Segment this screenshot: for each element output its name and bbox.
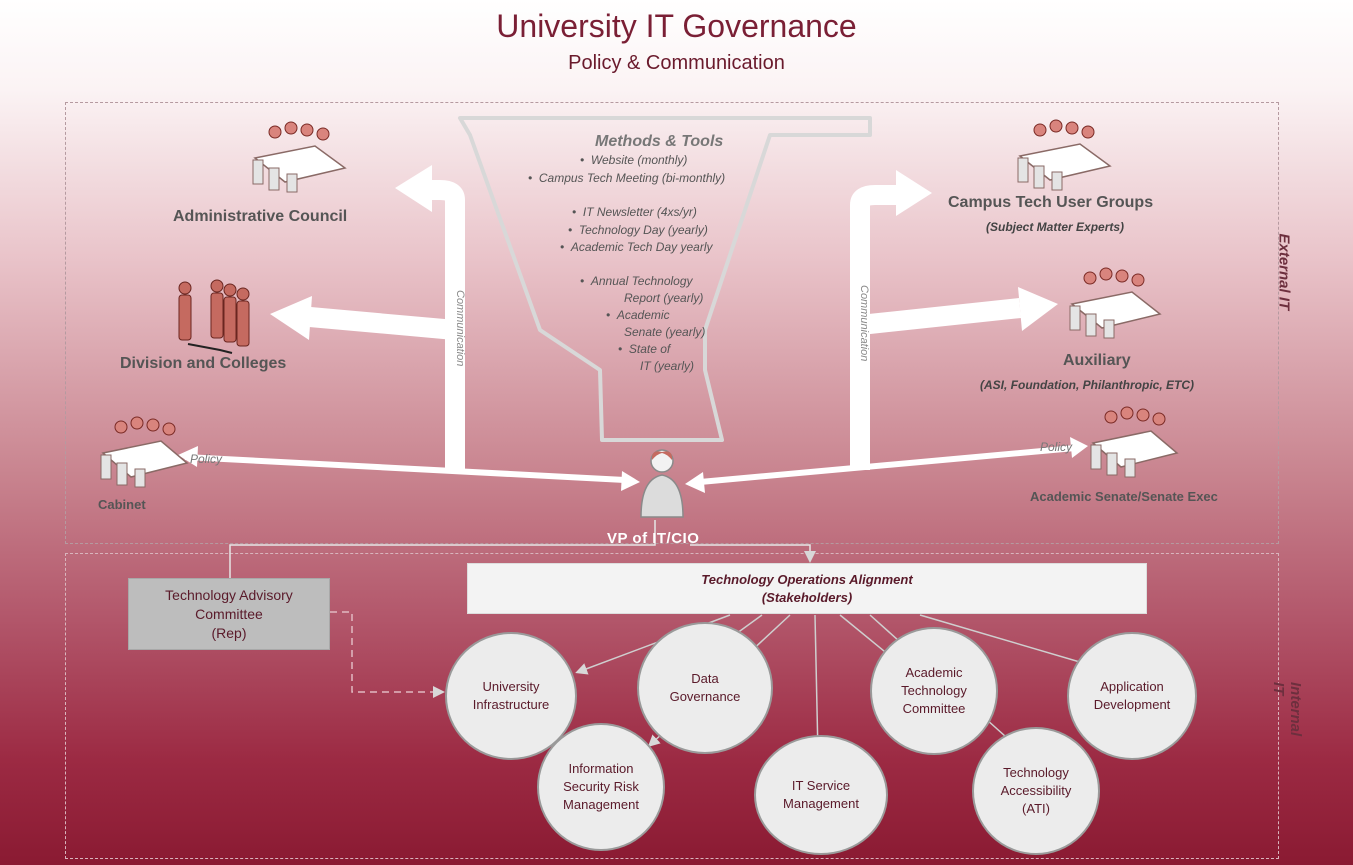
method-item-cont: Report (yearly) bbox=[624, 291, 704, 305]
circle-text: Application bbox=[1100, 679, 1164, 694]
vp-to-techops-line bbox=[690, 544, 816, 563]
comm-arrow-divisions bbox=[309, 307, 456, 340]
person-icon bbox=[640, 449, 684, 518]
advisory-line: Committee bbox=[195, 605, 263, 622]
tech-ops-title: Technology Operations Alignment bbox=[701, 571, 913, 587]
comm-arrowhead-auxiliary bbox=[1018, 287, 1058, 331]
meeting-table-icon bbox=[1090, 406, 1179, 478]
tech-ops-subtitle: (Stakeholders) bbox=[761, 589, 853, 605]
communication-label-right: Communication bbox=[858, 285, 870, 362]
communication-label-left: Communication bbox=[454, 290, 466, 367]
policy-arrow-left bbox=[184, 454, 626, 483]
circle-text: Infrastructure bbox=[472, 697, 550, 712]
tech-ops-alignment-box: Technology Operations Alignment (Stakeho… bbox=[467, 563, 1147, 614]
comm-arrow-auxiliary bbox=[858, 298, 1022, 335]
method-item: • Website (monthly) bbox=[580, 153, 688, 167]
method-item: • Academic Tech Day yearly bbox=[560, 240, 713, 254]
comm-arrow-right-trunk bbox=[850, 185, 900, 470]
policy-arrowhead-cabinet bbox=[178, 446, 198, 467]
comm-arrowhead-divisions bbox=[270, 296, 312, 340]
comm-arrowhead-admin bbox=[395, 165, 432, 212]
circle-text: Data bbox=[691, 671, 719, 686]
policy-arrow-right bbox=[699, 445, 1076, 485]
method-item: • State of bbox=[618, 342, 671, 356]
circle-text: Development bbox=[1093, 697, 1171, 712]
people-group-icon bbox=[178, 279, 250, 354]
method-item: • IT Newsletter (4xs/yr) bbox=[572, 205, 697, 219]
circle-text: Management bbox=[563, 797, 639, 812]
auxiliary-subtitle: (ASI, Foundation, Philanthropic, ETC) bbox=[980, 378, 1194, 392]
meeting-table-icon bbox=[1017, 119, 1112, 191]
circle-text: Academic bbox=[905, 665, 963, 680]
campus-tech-label: Campus Tech User Groups bbox=[948, 194, 1154, 211]
advisory-dashed-connector bbox=[330, 611, 445, 698]
circle-text: Governance bbox=[669, 689, 741, 704]
senate-label: Academic Senate/Senate Exec bbox=[1030, 489, 1218, 504]
circle-text: IT Service bbox=[791, 778, 851, 793]
policy-label-left: Policy bbox=[190, 452, 223, 466]
circle-text: Management bbox=[783, 796, 859, 811]
method-item-cont: IT (yearly) bbox=[640, 359, 694, 373]
vp-to-advisory-line bbox=[229, 520, 656, 578]
divisions-label: Division and Colleges bbox=[120, 355, 287, 372]
page-title: University IT Governance bbox=[496, 8, 857, 44]
circle-text: Information bbox=[568, 761, 634, 776]
method-item-cont: Senate (yearly) bbox=[624, 325, 706, 339]
comm-arrow-left-trunk bbox=[430, 180, 465, 470]
page-subtitle: Policy & Communication bbox=[568, 52, 785, 74]
policy-arrowhead-vp-right bbox=[685, 472, 705, 493]
circle-text: (ATI) bbox=[1022, 801, 1050, 816]
admin-council-label: Administrative Council bbox=[173, 208, 348, 225]
circle-text: Committee bbox=[902, 701, 966, 716]
circle-text: Technology bbox=[901, 683, 967, 698]
meeting-table-icon bbox=[1069, 267, 1162, 339]
tech-advisory-box: Technology Advisory Committee (Rep) bbox=[128, 578, 330, 650]
method-item: • Technology Day (yearly) bbox=[568, 223, 708, 237]
policy-arrowhead-senate bbox=[1070, 437, 1088, 458]
method-item: • Annual Technology bbox=[580, 274, 693, 288]
methods-tools-title: Methods & Tools bbox=[595, 133, 724, 150]
meeting-table-icon bbox=[252, 121, 347, 193]
meeting-table-icon bbox=[100, 416, 189, 488]
advisory-line: Technology Advisory bbox=[165, 586, 293, 603]
circle-text: Accessibility bbox=[1000, 783, 1072, 798]
method-item: • Academic bbox=[606, 308, 670, 322]
comm-arrowhead-campus bbox=[896, 170, 932, 216]
method-item: • Campus Tech Meeting (bi-monthly) bbox=[528, 171, 726, 185]
circle-text: Technology bbox=[1003, 765, 1069, 780]
circle-text: Security Risk bbox=[563, 779, 639, 794]
funnel-shape bbox=[458, 116, 872, 442]
external-it-region bbox=[65, 102, 1279, 544]
campus-tech-subtitle: (Subject Matter Experts) bbox=[986, 220, 1125, 234]
vp-cio-label: VP of IT/CIO bbox=[607, 530, 700, 547]
policy-label-right: Policy bbox=[1040, 440, 1073, 454]
circle-text: University bbox=[482, 679, 540, 694]
advisory-line: (Rep) bbox=[211, 624, 247, 641]
internal-it-region bbox=[65, 553, 1279, 859]
policy-arrowhead-vp-left bbox=[621, 471, 640, 491]
cabinet-label: Cabinet bbox=[98, 497, 146, 512]
auxiliary-label: Auxiliary bbox=[1063, 352, 1131, 369]
